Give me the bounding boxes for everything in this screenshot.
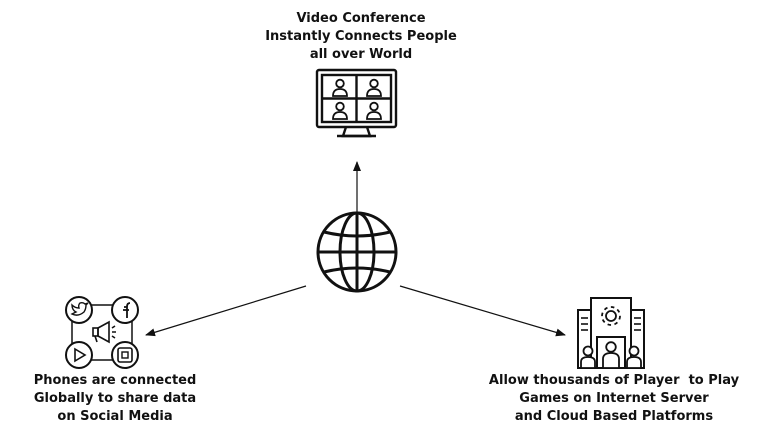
social-media-caption: Phones are connected Globally to share d… bbox=[10, 372, 220, 426]
arrow-to-game-server bbox=[399, 285, 566, 337]
arrow-to-social-media bbox=[145, 285, 307, 337]
caption-line: Games on Internet Server bbox=[519, 391, 709, 406]
caption-line: and Cloud Based Platforms bbox=[514, 409, 714, 424]
caption-line: on Social Media bbox=[57, 409, 173, 424]
megaphone-icon bbox=[92, 320, 116, 344]
caption-line: Globally to share data bbox=[33, 391, 197, 406]
video-conference-caption: Video Conference Instantly Connects Peop… bbox=[231, 10, 491, 64]
gaming-caption: Allow thousands of Player to Play Games … bbox=[470, 372, 758, 426]
caption-line: Video Conference bbox=[296, 11, 426, 26]
social-media-icon bbox=[65, 296, 139, 369]
twitter-icon bbox=[65, 296, 93, 324]
caption-line: all over World bbox=[309, 47, 413, 62]
youtube-play-icon bbox=[65, 341, 93, 369]
caption-line: Instantly Connects People bbox=[265, 29, 457, 44]
video-conference-monitor-icon bbox=[315, 68, 398, 138]
caption-line: Phones are connected bbox=[33, 373, 197, 388]
players-icon bbox=[580, 341, 642, 369]
instagram-icon bbox=[111, 341, 139, 369]
gear-icon bbox=[601, 306, 621, 326]
facebook-icon bbox=[111, 296, 139, 324]
game-server-building-icon bbox=[577, 297, 645, 369]
globe-icon bbox=[316, 211, 398, 293]
caption-line: Allow thousands of Player to Play bbox=[488, 373, 740, 388]
